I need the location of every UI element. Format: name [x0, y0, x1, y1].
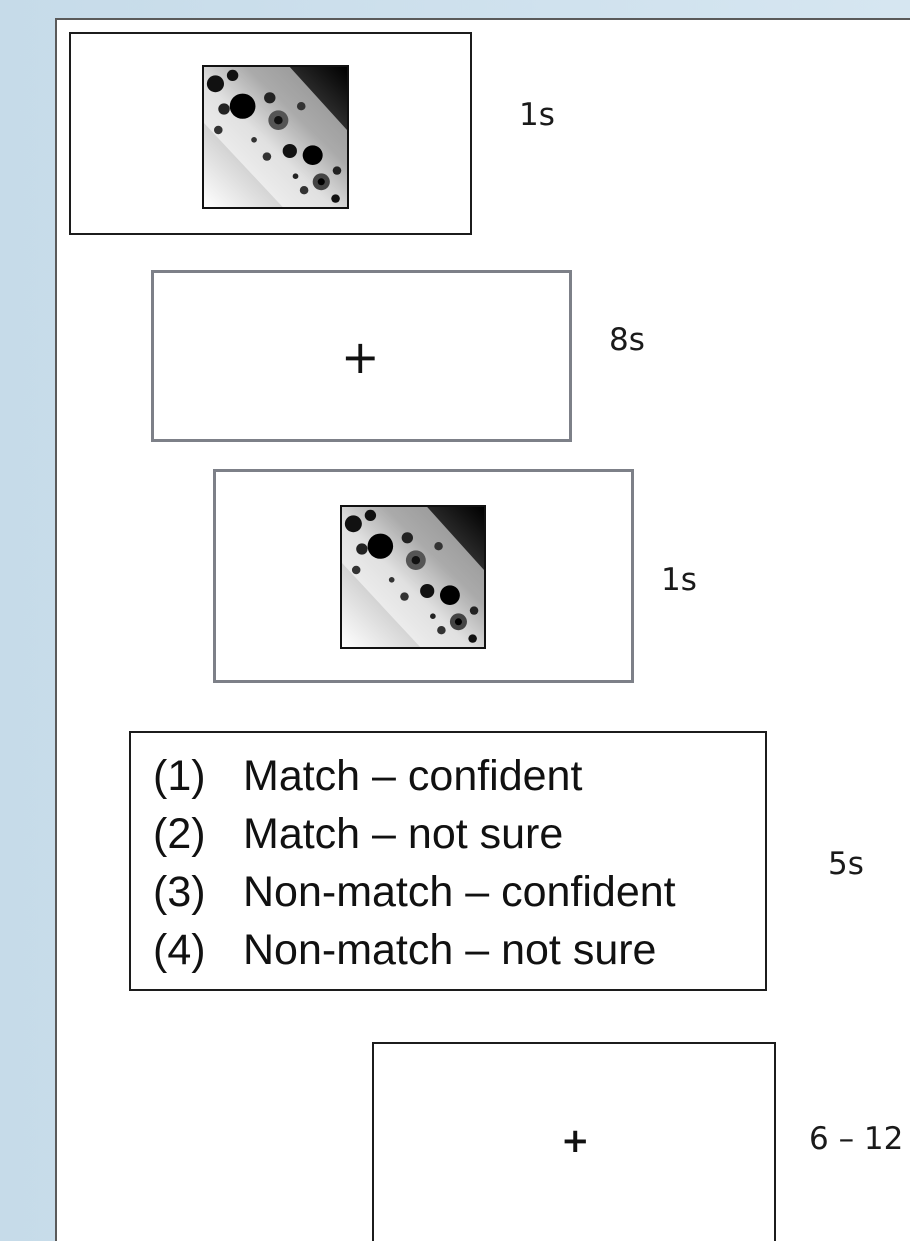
stimulus-panel-1 [69, 32, 472, 235]
response-option-3: (3)Non-match – confident [153, 863, 765, 921]
fractal-image-1 [202, 65, 349, 209]
response-option-1: (1)Match – confident [153, 747, 765, 805]
fixation-cross: + [341, 334, 380, 380]
fixation-cross: + [561, 1124, 590, 1158]
response-options-panel: (1)Match – confident (2)Match – not sure… [129, 731, 767, 991]
response-option-4: (4)Non-match – not sure [153, 921, 765, 979]
option-text: Match – not sure [243, 810, 563, 858]
fractal-image-2 [340, 505, 486, 649]
fixation-panel-1: + [151, 270, 572, 442]
option-text: Non-match – not sure [243, 926, 656, 974]
option-number: (3) [153, 863, 243, 921]
duration-label-5: 6 – 12 [809, 1121, 903, 1157]
duration-label-2: 8s [609, 322, 645, 358]
option-text: Non-match – confident [243, 868, 676, 916]
trial-sequence-diagram: 1s + 8s [55, 18, 910, 1241]
option-number: (4) [153, 921, 243, 979]
option-text: Match – confident [243, 752, 582, 800]
option-number: (2) [153, 805, 243, 863]
stimulus-panel-2 [213, 469, 634, 683]
response-option-2: (2)Match – not sure [153, 805, 765, 863]
option-number: (1) [153, 747, 243, 805]
duration-label-4: 5s [828, 846, 864, 882]
duration-label-1: 1s [519, 97, 555, 133]
fixation-panel-2: + [372, 1042, 776, 1241]
duration-label-3: 1s [661, 562, 697, 598]
